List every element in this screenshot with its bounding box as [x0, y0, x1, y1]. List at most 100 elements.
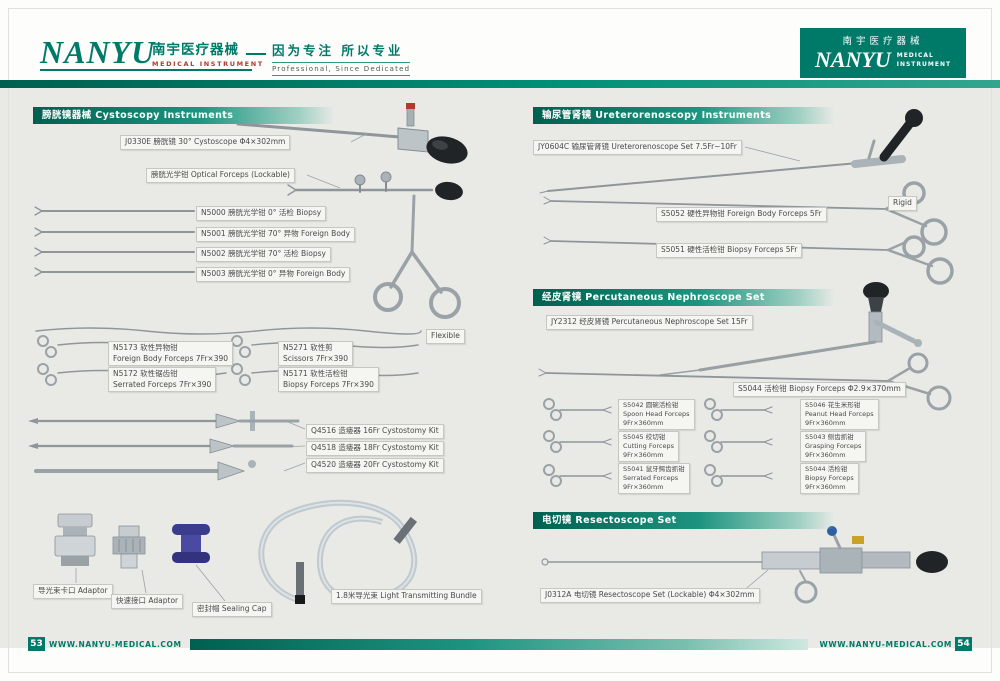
label-line: S5042 圆碗活检钳	[623, 401, 679, 409]
forceps-glyph-grasping	[704, 430, 773, 453]
label-j0312a-resectoscope: J0312A 电切镜 Resectoscope Set (Lockable) Φ…	[540, 588, 760, 603]
label-line: 9Fr×360mm	[805, 419, 846, 428]
quick-adaptor-illustration	[112, 525, 146, 569]
brand-logo-box-right: 南宇医疗器械 NANYU MEDICAL INSTRUMENT	[800, 28, 966, 78]
label-q4516: Q4516 造瘘器 16Fr Cystostomy Kit	[306, 424, 444, 439]
label-line: Peanut Head Forceps	[805, 410, 874, 419]
label-n5171: N5171 软性活检钳 Biopsy Forceps 7Fr×390	[278, 367, 379, 392]
label-line: Biopsy Forceps	[805, 474, 854, 483]
right-logo-cn: 南宇医疗器械	[842, 36, 924, 47]
right-logo-name: NANYU	[814, 47, 891, 72]
forceps-glyph-peanut	[704, 398, 773, 421]
label-s5041: S5041 鼠牙鳄齿抓钳 Serrated Forceps 9Fr×360mm	[618, 463, 690, 495]
label-line: 9Fr×360mm	[623, 419, 664, 428]
cystoscope-illustration	[236, 103, 468, 164]
label-n5003: N5003 膀胱光学钳 0° 异物 Foreign Body	[196, 267, 351, 282]
page-number-right: 54	[955, 637, 972, 651]
label-q4520: Q4520 造瘘器 20Fr Cystostomy Kit	[306, 458, 444, 473]
forceps-glyph-serrated	[543, 464, 612, 487]
label-n5002: N5002 膀胱光学钳 70° 活检 Biopsy	[196, 247, 331, 262]
label-line: 9Fr×360mm	[805, 483, 846, 492]
forceps-grid-illustrations	[543, 398, 773, 487]
right-logo-row: NANYU MEDICAL INSTRUMENT	[808, 49, 958, 71]
label-light-bundle: 1.8米导光束 Light Transmitting Bundle	[331, 589, 482, 604]
label-flexible-tag: Flexible	[426, 329, 465, 344]
label-s5046: S5046 花生米形钳 Peanut Head Forceps 9Fr×360m…	[800, 399, 879, 431]
label-line: 9Fr×360mm	[805, 451, 846, 460]
optical-forceps-illustration	[287, 171, 463, 319]
label-line: N5271 软性剪	[283, 343, 333, 352]
brand-logo-cn-block: 南宇医疗器械 MEDICAL INSTRUMENT	[152, 38, 264, 68]
label-line: N5173 软性异物钳	[113, 343, 178, 352]
label-jy0604c-ureteroscope: JY0604C 输尿管肾镜 Ureterorenoscope Set 7.5Fr…	[533, 140, 742, 155]
label-line: S5044 活检钳	[805, 465, 848, 473]
website-right: WWW.NANYU-MEDICAL.COM	[819, 639, 952, 649]
right-logo-sub2: INSTRUMENT	[896, 61, 952, 68]
header-tagline: 因为专注 所以专业 Professional, Since Dedicated	[272, 40, 411, 76]
label-sealing-cap: 密封帽 Sealing Cap	[192, 602, 272, 617]
label-line: Foreign Body Forceps 7Fr×390	[113, 353, 229, 363]
label-line: Spoon Head Forceps	[623, 410, 690, 419]
label-rigid-tag: Rigid	[888, 196, 917, 211]
forceps-glyph-biopsy	[704, 464, 773, 487]
label-line: N5171 软性活检钳	[283, 369, 348, 378]
label-n5271: N5271 软性剪 Scissors 7Fr×390	[278, 341, 353, 366]
section-header-ureterorenoscopy: 输尿管肾镜 Ureterorenoscopy Instruments	[533, 107, 835, 124]
rigid-forceps-illustration	[543, 181, 954, 285]
label-line: 9Fr×360mm	[623, 483, 664, 492]
label-j0330e-cystoscope: J0330E 膀胱镜 30° Cystoscope Φ4×302mm	[120, 135, 291, 150]
brand-logo-underline	[40, 69, 252, 71]
label-quick-adaptor: 快速接口 Adaptor	[111, 594, 184, 609]
header-dash-rule	[246, 53, 266, 55]
right-logo-sub1: MEDICAL	[896, 52, 934, 59]
label-s5043: S5043 侧齿抓钳 Grasping Forceps 9Fr×360mm	[800, 431, 867, 463]
page-number-left: 53	[28, 637, 45, 651]
label-line: S5043 侧齿抓钳	[805, 433, 854, 441]
label-line: S5045 绞切钳	[623, 433, 666, 441]
label-jy2312-nephroscope: JY2312 经皮肾镜 Percutaneous Nephroscope Set…	[546, 315, 753, 330]
light-adaptor-bayonet-illustration	[54, 513, 96, 566]
optical-forceps-rods-illustration	[34, 206, 195, 277]
forceps-glyph-spoon	[543, 398, 612, 421]
label-line: 9Fr×360mm	[623, 451, 664, 460]
label-line: Grasping Forceps	[805, 442, 862, 451]
left-leader-lines	[75, 132, 369, 602]
label-s5051: S5051 硬性活检钳 Biopsy Forceps 5Fr	[656, 243, 803, 258]
label-s5044-long: S5044 活检钳 Biopsy Forceps Φ2.9×370mm	[733, 382, 906, 397]
sealing-cap-illustration	[172, 524, 210, 563]
label-q4518: Q4518 造瘘器 18Fr Cystostomy Kit	[306, 441, 444, 456]
tagline-cn: 因为专注 所以专业	[272, 43, 404, 58]
section-header-nephroscope: 经皮肾镜 Percutaneous Nephroscope Set	[533, 289, 835, 306]
label-line: Cutting Forceps	[623, 442, 674, 451]
label-line: Scissors 7Fr×390	[283, 353, 348, 363]
label-line: Serrated Forceps	[623, 474, 679, 483]
label-n5000: N5000 膀胱光学钳 0° 活检 Biopsy	[196, 206, 327, 221]
label-n5001: N5001 膀胱光学钳 70° 异物 Foreign Body	[196, 227, 356, 242]
label-n5172: N5172 软性锯齿钳 Serrated Forceps 7Fr×390	[108, 367, 217, 392]
tagline-en: Professional, Since Dedicated	[272, 62, 411, 76]
label-line: Biopsy Forceps 7Fr×390	[283, 379, 374, 389]
label-line: S5046 花生米形钳	[805, 401, 861, 409]
label-line: Serrated Forceps 7Fr×390	[113, 379, 212, 389]
brand-logo-text: NANYU	[40, 34, 156, 70]
label-s5044-grid: S5044 活检钳 Biopsy Forceps 9Fr×360mm	[800, 463, 859, 495]
light-bundle-illustration	[258, 499, 418, 604]
label-line: N5172 软性锯齿钳	[113, 369, 178, 378]
label-optical-forceps: 膀胱光学钳 Optical Forceps (Lockable)	[146, 168, 295, 183]
section-header-cystoscopy: 膀胱镜器械 Cystoscopy Instruments	[33, 107, 335, 124]
brand-sub-text: MEDICAL INSTRUMENT	[152, 60, 264, 68]
ureterorenoscope-illustration	[539, 109, 923, 194]
nephroscope-illustration	[659, 282, 922, 376]
cystostomy-kits-illustration	[28, 411, 300, 481]
label-s5042: S5042 圆碗活检钳 Spoon Head Forceps 9Fr×360mm	[618, 399, 695, 431]
label-n5173: N5173 软性异物钳 Foreign Body Forceps 7Fr×390	[108, 341, 234, 366]
right-logo-sub: MEDICAL INSTRUMENT	[897, 51, 951, 69]
brand-cn-text: 南宇医疗器械	[152, 42, 239, 58]
label-bayonet-adaptor: 导光束卡口 Adaptor	[33, 584, 113, 599]
website-left: WWW.NANYU-MEDICAL.COM	[49, 639, 182, 649]
top-teal-band	[0, 80, 1000, 88]
forceps-glyph-cutting	[543, 430, 612, 453]
footer-teal-bar	[190, 639, 808, 650]
label-s5052: S5052 硬性异物钳 Foreign Body Forceps 5Fr	[656, 207, 827, 222]
